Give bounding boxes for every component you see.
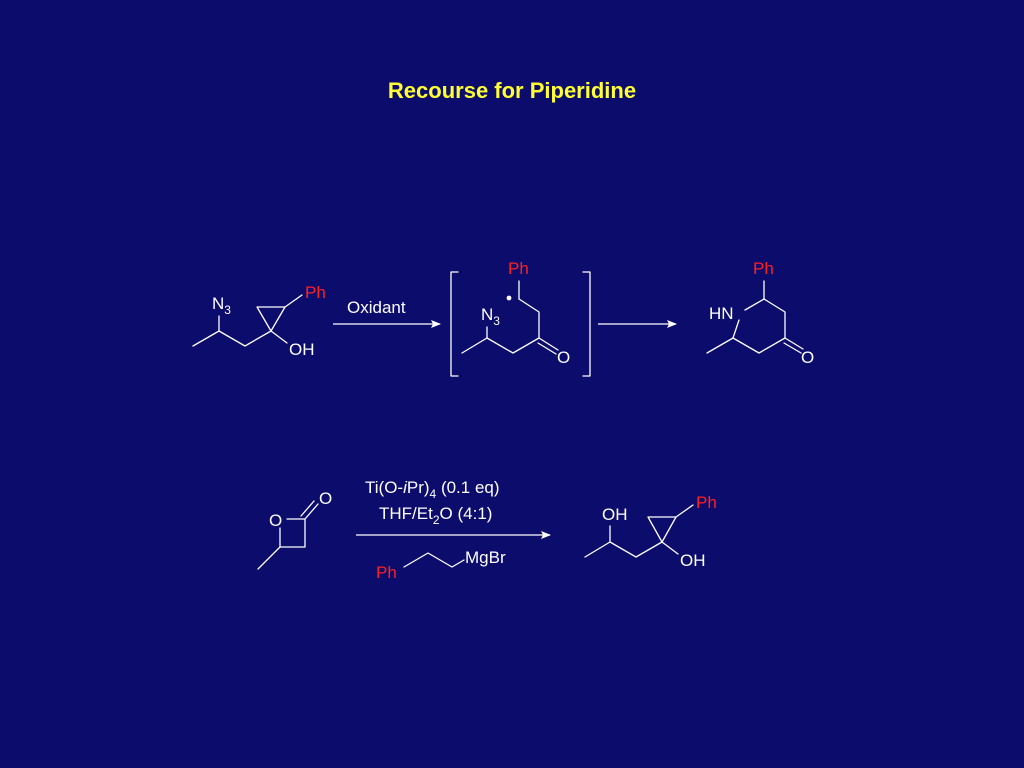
radical-dot	[506, 295, 512, 301]
start-chain-bonds	[192, 330, 272, 347]
diol-oh2-bond	[661, 541, 679, 555]
diol-ph-label: Ph	[696, 493, 717, 512]
lactone-carbonyl-bond	[300, 500, 319, 520]
start-cyclopropane-bonds	[256, 306, 286, 332]
conditions-line-1: Ti(O-iPr)4 (0.1 eq)	[365, 478, 500, 501]
start-azide-label: N3	[212, 294, 231, 317]
start-oh-label: OH	[289, 340, 315, 359]
lactone-carbonyl-o-label: O	[319, 489, 332, 508]
beta-lactone: O O	[257, 489, 332, 570]
reaction-2: O O Ti(O-iPr)4 (0.1 eq) THF/Et2O (4:1) P…	[257, 478, 717, 582]
left-bracket	[450, 271, 459, 377]
azido-cyclopropanol: N3 Ph OH	[192, 283, 326, 359]
grignard-chain-bonds	[403, 552, 465, 568]
diol-ph-bond	[675, 504, 694, 518]
product-o-label: O	[801, 348, 814, 367]
product-hn-label: HN	[709, 304, 734, 323]
product-methyl-bond	[706, 337, 734, 354]
intermediate-o-label: O	[557, 348, 570, 367]
lactone-ring-o-label: O	[269, 511, 282, 530]
diol-oh1-label: OH	[602, 505, 628, 524]
product-ph-label: Ph	[753, 259, 774, 278]
intermediate-ph-label: Ph	[508, 259, 529, 278]
slide-title: Recourse for Piperidine	[388, 78, 636, 103]
grignard-mgbr-label: MgBr	[465, 548, 506, 567]
start-oh-bond	[270, 330, 288, 344]
reaction-1: N3 Ph OH Oxidant Ph N3 O Ph	[192, 259, 814, 377]
product-carbonyl-bond	[783, 337, 804, 354]
conditions-line-2: THF/Et2O (4:1)	[379, 504, 492, 527]
grignard-reagent: Ph MgBr	[376, 548, 506, 582]
intermediate-azide-label: N3	[481, 305, 500, 328]
radical-intermediate: Ph N3 O	[450, 259, 591, 377]
product-ring-bonds	[732, 298, 786, 354]
lactone-ring-bonds	[279, 518, 306, 548]
intermediate-carbonyl-bond	[537, 337, 559, 355]
start-ph-label: Ph	[305, 283, 326, 302]
intermediate-chain-bonds	[461, 298, 540, 354]
diol-oh2-label: OH	[680, 551, 706, 570]
lactone-methyl-bond	[257, 546, 281, 570]
diol-cyclopropane-bonds	[647, 516, 677, 543]
diol-cyclopropanol-product: OH Ph OH	[584, 493, 717, 570]
right-bracket	[582, 271, 591, 377]
oxidant-label: Oxidant	[347, 298, 406, 317]
start-ph-bond	[284, 294, 303, 308]
grignard-ph-label: Ph	[376, 563, 397, 582]
diol-chain-bonds	[584, 541, 663, 558]
piperidinone-product: Ph HN O	[706, 259, 814, 367]
